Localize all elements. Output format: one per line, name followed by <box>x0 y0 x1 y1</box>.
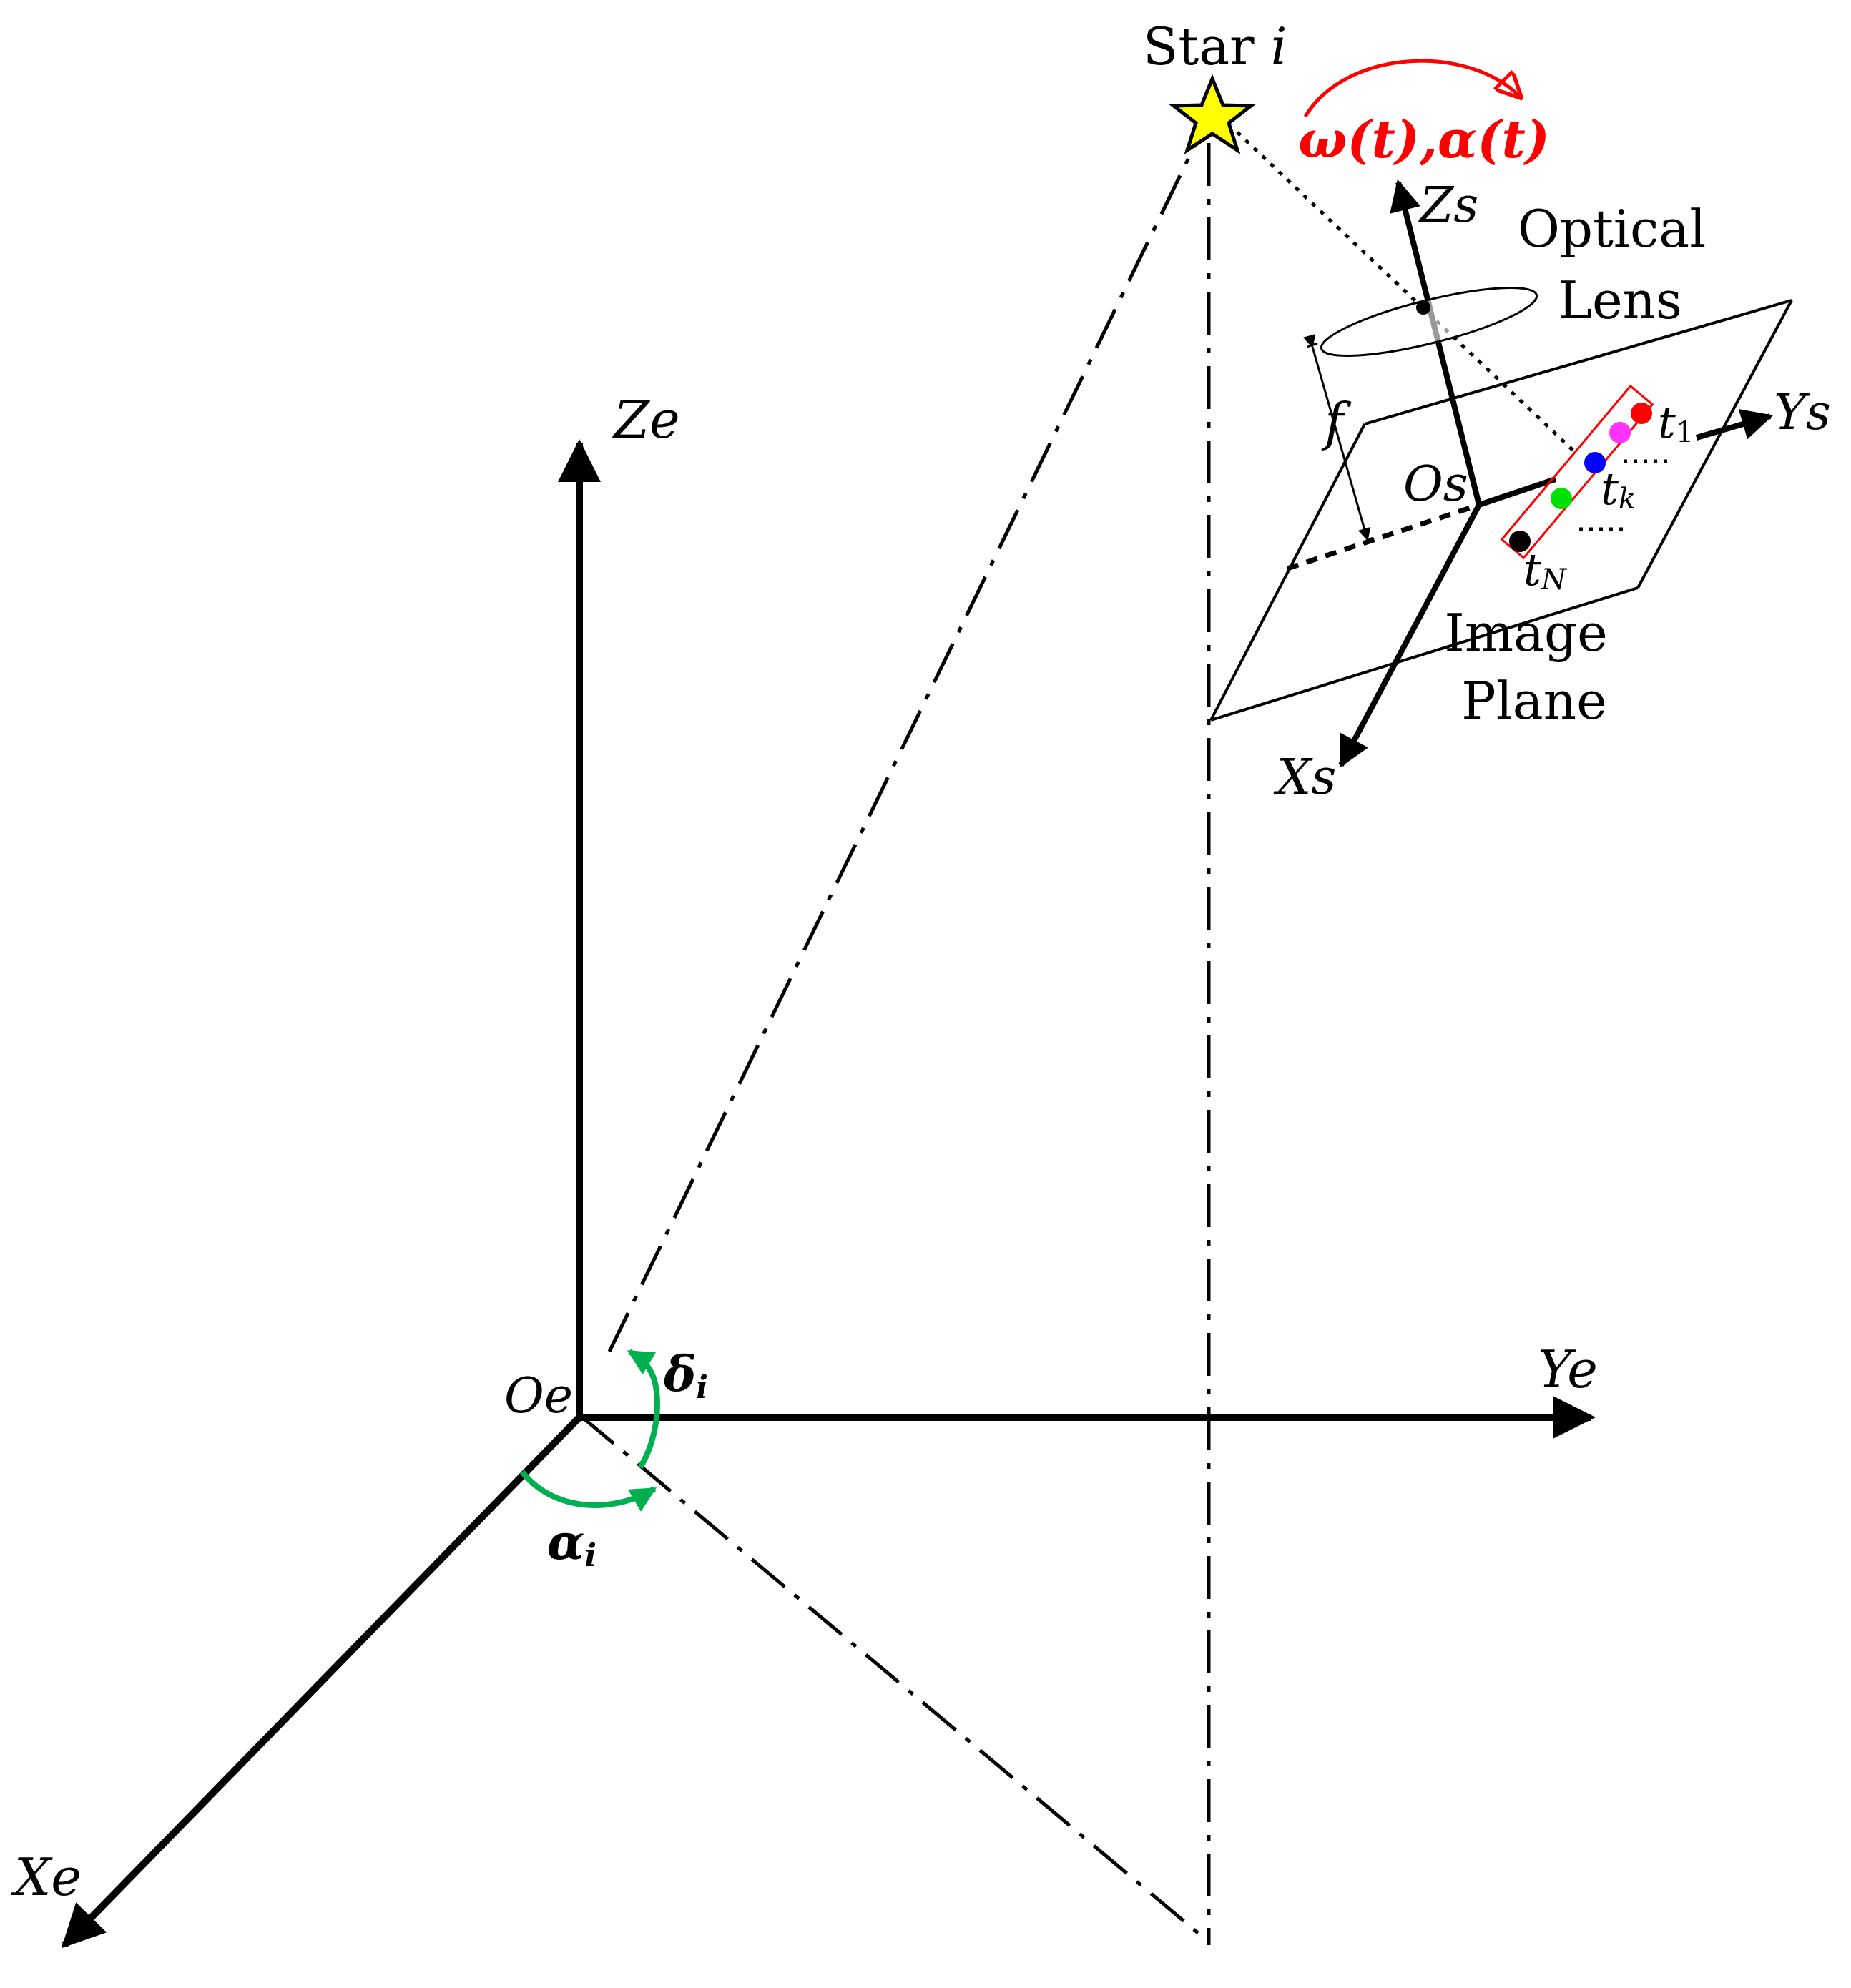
image-plane-edge <box>1210 586 1639 722</box>
sensor-frame-axes <box>1338 179 1774 768</box>
star-direction-line <box>607 142 1198 1353</box>
focal-length-dimension <box>1302 333 1373 545</box>
declination-arrow <box>627 1349 660 1470</box>
tk-label: tk <box>1601 463 1636 516</box>
spot-tN <box>1509 531 1531 552</box>
spot-tk <box>1584 452 1606 473</box>
lens-center-dot <box>1416 300 1430 315</box>
star-to-spot-ray <box>1236 131 1578 456</box>
sensor-z-label: Zs <box>1418 177 1478 234</box>
sensor-z-axis <box>1390 179 1482 506</box>
right-ascension-label: αi <box>547 1514 596 1574</box>
spot-2 <box>1609 422 1631 443</box>
motion-label: ω(t),α(t) <box>1298 109 1550 169</box>
earth-x-label: Xe <box>11 1847 82 1907</box>
right-ascension-arrow <box>519 1470 657 1512</box>
sensor-x-label: Xs <box>1273 749 1336 806</box>
image-plane-edge <box>1636 300 1793 589</box>
focal-length-label: f <box>1321 392 1352 452</box>
earth-y-label: Ye <box>1538 1339 1598 1399</box>
earth-origin-label: Oe <box>504 1368 573 1424</box>
sensor-origin-label: Os <box>1403 456 1468 513</box>
sensor-y-axis-tip <box>1695 408 1774 441</box>
earth-x-axis <box>61 1414 582 1949</box>
optical-lens <box>1320 287 1538 357</box>
t1-label: t1 <box>1658 396 1694 449</box>
image-plane-label: Image Plane <box>1444 603 1624 731</box>
angle-arrows <box>519 1349 660 1512</box>
construction-lines <box>579 142 1211 1945</box>
spot-t1 <box>1631 403 1652 424</box>
spot-dotted-lines <box>1579 459 1670 531</box>
sensor-y-axis-hidden <box>1286 502 1481 571</box>
optical-lens-label: Optical Lens <box>1518 199 1722 330</box>
sensor-y-axis <box>1478 476 1557 508</box>
star-icon <box>1168 74 1257 154</box>
star-ground-projection-line <box>579 1414 1199 1934</box>
star-label: Star i <box>1143 16 1287 77</box>
sensor-y-label: Ys <box>1774 385 1831 441</box>
spot-4 <box>1551 488 1572 509</box>
image-plane-edge <box>1209 423 1366 721</box>
image-plane-edge <box>1364 299 1792 425</box>
motion-arrow <box>1303 59 1520 118</box>
declination-label: δi <box>663 1346 708 1406</box>
sensor-x-axis <box>1338 503 1482 768</box>
earth-frame-axes <box>61 439 1596 1949</box>
earth-z-label: Ze <box>612 390 680 450</box>
star-spots <box>1509 403 1652 552</box>
tN-label: tN <box>1523 543 1568 596</box>
